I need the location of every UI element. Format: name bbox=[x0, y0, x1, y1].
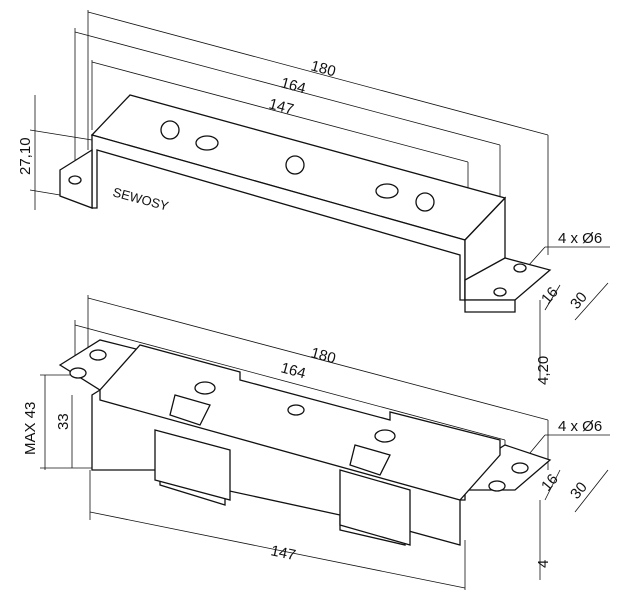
dim-holes: 4 x Ø6 bbox=[558, 230, 602, 247]
hole bbox=[374, 429, 396, 443]
screw-icon bbox=[415, 192, 435, 212]
dim-max-43: MAX 43 bbox=[22, 402, 39, 455]
dim-30: 30 bbox=[567, 479, 591, 503]
right-flange bbox=[464, 257, 552, 301]
dim-holes: 4 x Ø6 bbox=[558, 418, 602, 435]
right-flange-edge bbox=[464, 299, 516, 313]
screw-icon bbox=[160, 120, 180, 140]
mounting-hole bbox=[89, 349, 107, 361]
dim-33: 33 bbox=[55, 413, 72, 430]
bottom-view: 180 164 147 MAX 43 33 4 x Ø6 16 30 4 bbox=[22, 295, 610, 590]
dim-164: 164 bbox=[279, 359, 308, 382]
mounting-hole bbox=[68, 175, 82, 185]
screw-icon bbox=[285, 155, 305, 175]
hole bbox=[195, 135, 219, 151]
dim-164: 164 bbox=[279, 74, 308, 97]
dim-27-10: 27,10 bbox=[17, 137, 34, 175]
mounting-hole bbox=[488, 480, 506, 492]
dim-180: 180 bbox=[309, 57, 338, 80]
dim-180: 180 bbox=[309, 344, 338, 367]
dim-147: 147 bbox=[267, 95, 296, 118]
hole bbox=[287, 404, 305, 416]
mounting-hole bbox=[513, 263, 527, 273]
hole bbox=[194, 381, 216, 395]
roller-block bbox=[154, 429, 231, 501]
dim-147: 147 bbox=[269, 542, 297, 564]
latch-tab bbox=[349, 444, 391, 476]
dim-4: 4 bbox=[535, 560, 552, 568]
roller-block bbox=[339, 469, 411, 546]
dim-30: 30 bbox=[567, 289, 591, 313]
mounting-hole bbox=[511, 462, 529, 474]
bottom-dimension-lines bbox=[40, 295, 610, 590]
mounting-hole bbox=[69, 367, 87, 379]
hole bbox=[375, 183, 399, 199]
mounting-hole bbox=[493, 287, 507, 297]
latch-tab bbox=[169, 394, 211, 426]
dim-4-20: 4,20 bbox=[535, 356, 552, 385]
top-dimension-lines bbox=[29, 10, 610, 380]
top-view: SEWOSY 180 164 147 27,10 4 x Ø6 16 30 4,… bbox=[17, 10, 610, 385]
brand-label: SEWOSY bbox=[111, 184, 170, 213]
